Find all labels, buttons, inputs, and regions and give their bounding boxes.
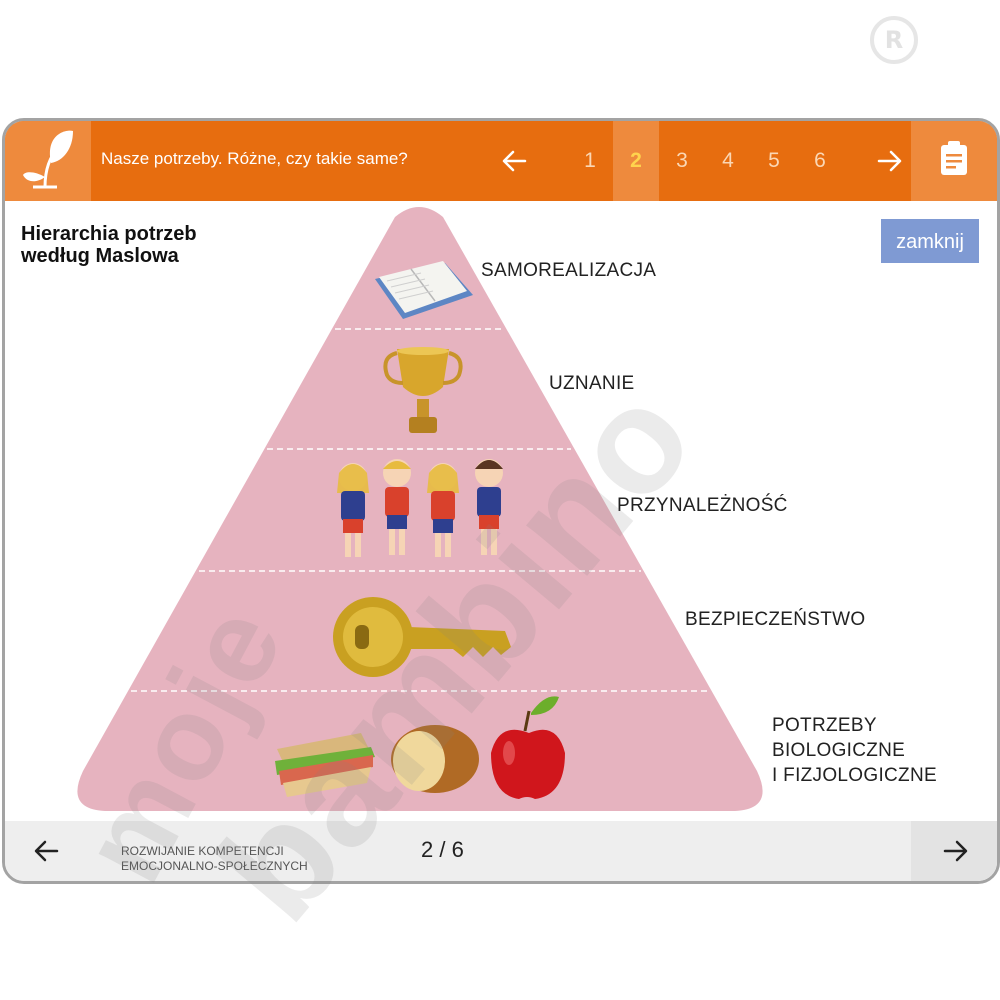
registered-mark-icon: R <box>870 16 918 64</box>
level-label-esteem: UZNANIE <box>549 373 635 394</box>
label-line: POTRZEBY <box>772 715 877 736</box>
level-label-self-actualization: SAMOREALIZACJA <box>481 260 657 281</box>
maslow-pyramid <box>77 207 763 811</box>
prev-slide-button[interactable] <box>5 821 91 881</box>
level-label-belonging: PRZYNALEŻNOŚĆ <box>617 495 788 516</box>
course-name-line-2: EMOCJONALNO-SPOŁECZNYCH <box>121 859 308 873</box>
sandwich-icon <box>275 733 375 797</box>
svg-text:R: R <box>885 26 903 54</box>
course-name-line-1: ROZWIJANIE KOMPETENCJI <box>121 844 284 858</box>
arrow-right-icon <box>943 840 968 862</box>
page-4-button[interactable]: 4 <box>722 149 734 172</box>
arrow-left-icon <box>502 150 527 172</box>
pyramid-shape <box>77 207 763 811</box>
top-bar: Nasze potrzeby. Różne, czy takie same? 1… <box>5 121 997 201</box>
content-area: Hierarchia potrzeb według Maslowa zamkni… <box>5 201 997 821</box>
page-6-button[interactable]: 6 <box>814 149 826 172</box>
page-heading: Hierarchia potrzeb według Maslowa <box>21 223 251 267</box>
label-line: I FIZJOLOGICZNE <box>772 765 937 786</box>
apple-icon <box>491 696 565 799</box>
page-1-button[interactable]: 1 <box>584 149 596 172</box>
level-label-safety: BEZPIECZEŃSTWO <box>685 609 866 630</box>
arrow-right-icon <box>877 150 902 172</box>
clipboard-icon <box>941 141 967 175</box>
prev-page-arrow[interactable] <box>495 141 535 181</box>
clipboard-button[interactable] <box>911 121 997 201</box>
page-indicator: 2 / 6 <box>421 837 464 862</box>
label-line: BIOLOGICZNE <box>772 740 906 761</box>
trophy-icon <box>383 347 463 433</box>
heading-line-2: według Maslowa <box>21 245 179 267</box>
book-icon <box>375 261 473 319</box>
app-window: Nasze potrzeby. Różne, czy takie same? 1… <box>2 118 1000 884</box>
lesson-title: Nasze potrzeby. Różne, czy takie same? <box>101 149 408 168</box>
next-page-arrow[interactable] <box>869 141 909 181</box>
page-5-button[interactable]: 5 <box>768 149 780 172</box>
sprout-logo-icon <box>23 130 73 189</box>
logo <box>5 121 91 201</box>
heading-line-1: Hierarchia potrzeb <box>21 223 197 245</box>
bottom-bar: ROZWIJANIE KOMPETENCJI EMOCJONALNO-SPOŁE… <box>5 821 997 881</box>
next-slide-button[interactable] <box>911 821 997 881</box>
close-button[interactable]: zamknij <box>881 219 979 263</box>
level-label-physiological: POTRZEBY BIOLOGICZNE I FIZJOLOGICZNE <box>772 713 937 788</box>
key-icon <box>333 597 511 677</box>
arrow-left-icon <box>34 840 59 862</box>
page-3-button[interactable]: 3 <box>676 149 688 172</box>
bread-icon <box>391 725 479 793</box>
course-name: ROZWIJANIE KOMPETENCJI EMOCJONALNO-SPOŁE… <box>121 844 361 874</box>
page-2-button[interactable]: 2 <box>613 121 659 201</box>
children-icon <box>337 459 503 557</box>
